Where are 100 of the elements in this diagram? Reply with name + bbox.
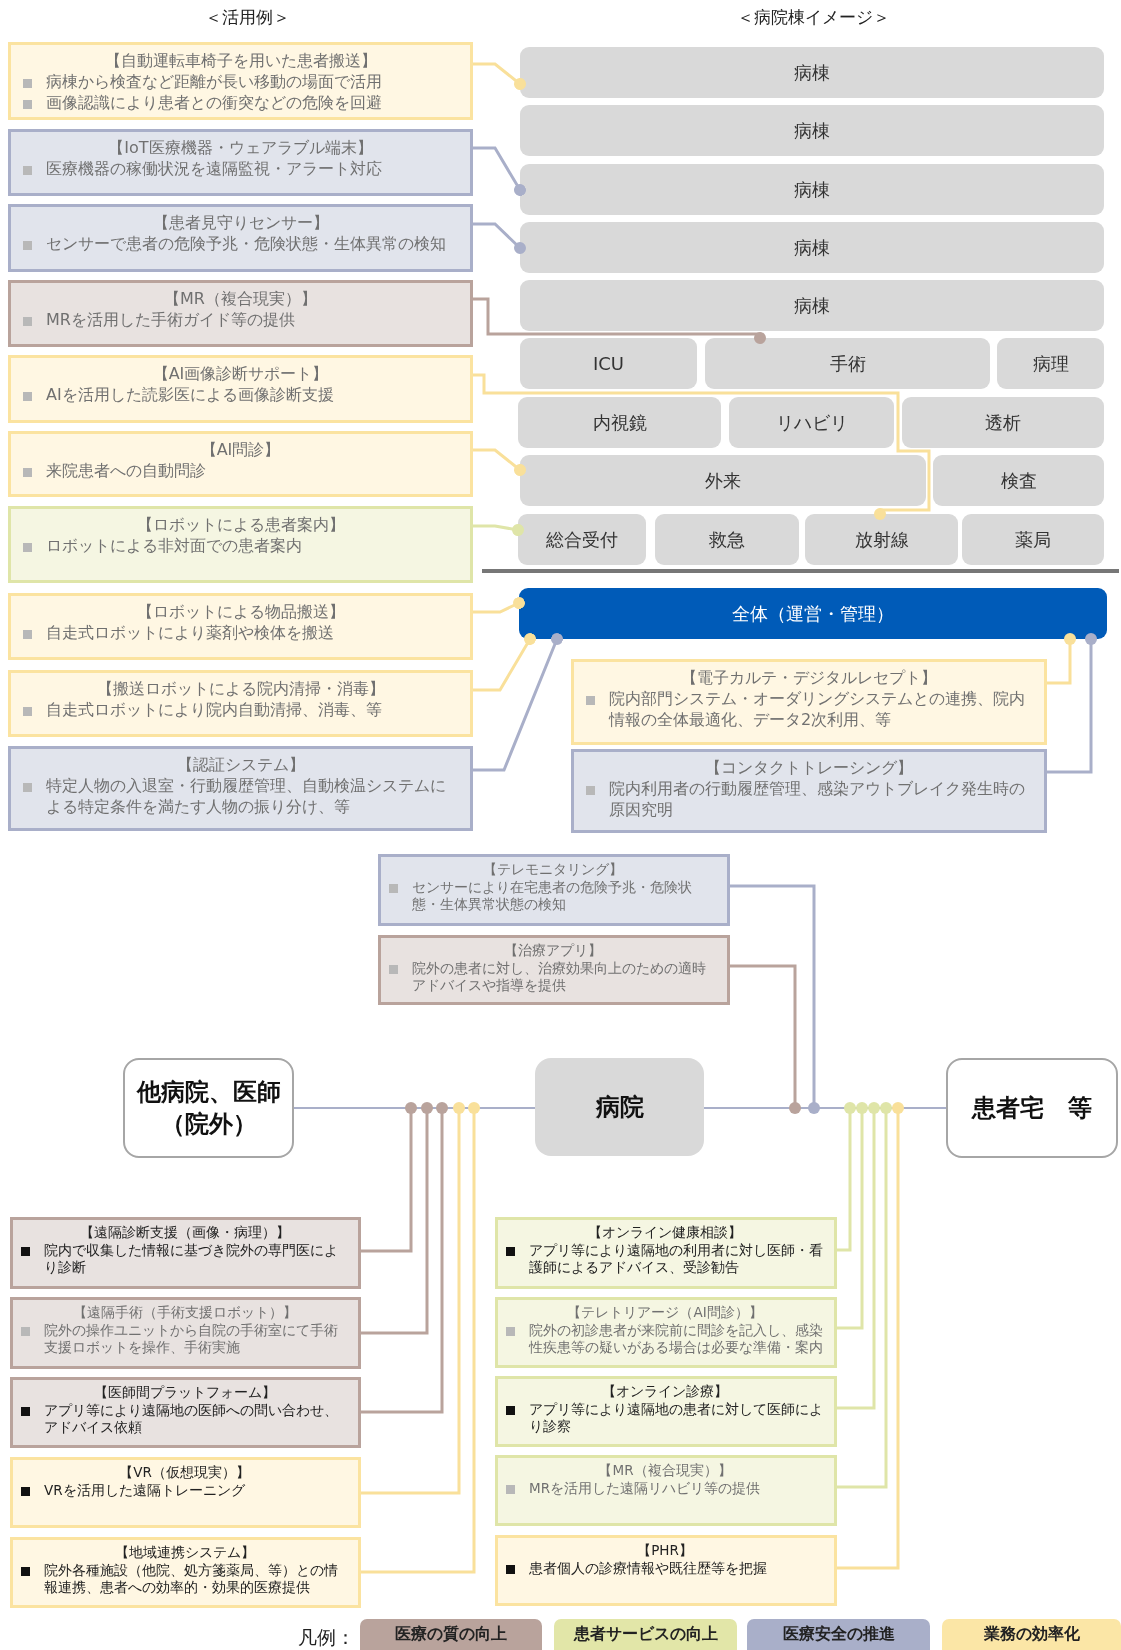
room-label: 病棟	[794, 293, 830, 318]
card-title: 【MR（複合現実）】	[163, 289, 318, 310]
info-card	[495, 1376, 837, 1447]
connector-line	[837, 1102, 856, 1252]
connector-line	[1047, 633, 1097, 774]
connector-line	[730, 884, 820, 1114]
card-title: 【遠隔手術（手術支援ロボット）】	[71, 1304, 298, 1322]
connector-line	[730, 964, 801, 1114]
info-card	[8, 593, 473, 660]
card-text: 病棟から検査など距離が長い移動の場面で活用	[46, 71, 382, 93]
legend-text: 医療安全の推進	[782, 1624, 895, 1645]
endpoint-box	[123, 1058, 294, 1158]
connector-line	[473, 146, 526, 196]
info-card	[10, 1377, 361, 1448]
room-label: 透析	[985, 410, 1021, 435]
info-card	[8, 431, 473, 497]
room-block	[933, 455, 1104, 506]
card-title: 【ロボットによる物品搬送】	[135, 602, 346, 623]
connector-line	[837, 1102, 868, 1330]
card-title: 【地域連携システム】	[113, 1544, 256, 1562]
room-label: 病棟	[794, 177, 830, 202]
card-text: センサーで患者の危険予兆・危険状態・生体異常の検知	[46, 233, 446, 255]
connector-line	[837, 1102, 904, 1570]
card-text: VRを活用した遠隔トレーニング	[44, 1481, 245, 1500]
room-label: 病棟	[794, 118, 830, 143]
node-label: 患者宅 等	[972, 1093, 1092, 1124]
info-card	[571, 749, 1047, 833]
card-title: 【搬送ロボットによる院内清掃・消毒】	[95, 679, 386, 700]
card-title: 【AI画像診断サポート】	[151, 364, 330, 385]
room-label: 総合受付	[546, 527, 618, 552]
room-block	[729, 397, 894, 448]
room-label: 病棟	[794, 60, 830, 85]
info-card	[378, 854, 730, 926]
card-text: 院外各種施設（他院、処方箋薬局、等）との情報連携、患者への効率的・効果的医療提供	[44, 1561, 339, 1597]
info-card	[10, 1297, 361, 1369]
card-title: 【オンライン健康相談】	[587, 1224, 743, 1242]
room-label: 薬局	[1015, 527, 1051, 552]
room-block	[520, 338, 697, 389]
info-card	[8, 42, 473, 120]
card-title: 【PHR】	[636, 1542, 694, 1560]
room-label: 病棟	[794, 235, 830, 260]
room-block	[520, 164, 1104, 215]
card-text: 院外の操作ユニットから自院の手術室にて手術支援ロボットを操作、手術実施	[44, 1321, 339, 1357]
connector-line	[361, 1102, 465, 1495]
card-text: アプリ等により遠隔地の利用者に対し医師・看護師によるアドバイス、受診勧告	[529, 1241, 824, 1277]
card-title: 【AI問診】	[199, 440, 282, 461]
management-bar	[519, 588, 1107, 639]
card-text: 画像認識により患者との衝突などの危険を回避	[46, 92, 382, 114]
connector-line	[473, 222, 526, 254]
card-text: ロボットによる非対面での患者案内	[46, 535, 302, 557]
card-title: 【患者見守りセンサー】	[151, 213, 330, 234]
room-block	[520, 280, 1104, 331]
connector-line	[361, 1102, 433, 1335]
info-card	[571, 659, 1047, 745]
hospital-block	[535, 1058, 704, 1156]
card-title: 【IoT医療機器・ウェアラブル端末】	[107, 138, 374, 159]
card-title: 【治療アプリ】	[503, 942, 603, 960]
legend-title: 凡例：	[298, 1625, 355, 1650]
card-title: 【テレモニタリング】	[482, 861, 624, 879]
card-text: 自走式ロボットにより院内自動清掃、消毒、等	[46, 699, 382, 721]
info-card	[378, 935, 730, 1005]
node-label: 病院	[595, 1092, 644, 1123]
room-label: ICU	[592, 353, 625, 374]
connector-line	[473, 597, 525, 614]
info-card	[8, 280, 473, 347]
connector-line	[473, 62, 526, 90]
room-block	[962, 514, 1104, 565]
section-heading: ＜活用例＞	[205, 6, 290, 29]
room-block	[520, 455, 926, 506]
card-text: 院外の初診患者が来院前に問診を記入し、感染性疾患等の疑いがある場合は必要な準備・案内	[529, 1321, 824, 1357]
card-text: 院内部門システム・オーダリングシステムとの連携、院内情報の全体最適化、データ2次利用、等	[609, 688, 1026, 731]
connector-line	[1047, 633, 1076, 685]
card-text: アプリ等により遠隔地の患者に対して医師により診察	[529, 1400, 824, 1436]
info-card	[8, 670, 473, 737]
room-block	[520, 105, 1104, 156]
card-title: 【遠隔診断支援（画像・病理）】	[78, 1224, 291, 1242]
room-label: 放射線	[854, 527, 909, 552]
room-label: 手術	[829, 351, 866, 376]
info-card	[10, 1537, 361, 1608]
card-text: 院内で収集した情報に基づき院外の専門医により診断	[44, 1241, 339, 1277]
info-card	[8, 129, 473, 196]
room-block	[520, 47, 1104, 98]
info-card	[8, 746, 473, 831]
room-label: 救急	[709, 527, 745, 552]
legend-text: 医療の質の向上	[395, 1624, 507, 1645]
card-text: 来院患者への自動問診	[46, 460, 206, 482]
card-title: 【ロボットによる患者案内】	[135, 515, 346, 536]
info-card	[495, 1217, 837, 1289]
card-text: MRを活用した遠隔リハビリ等の提供	[529, 1479, 761, 1498]
card-title: 【テレトリアージ（AI問診）】	[566, 1304, 764, 1322]
room-label: 外来	[705, 468, 741, 493]
connector-line	[473, 633, 563, 772]
card-title: 【認証システム】	[175, 755, 306, 776]
card-text: 院外の患者に対し、治療効果向上のための適時アドバイスや指導を提供	[412, 959, 707, 995]
room-block	[902, 397, 1104, 448]
room-block	[520, 222, 1104, 273]
connector-line	[473, 373, 931, 520]
info-card	[8, 355, 473, 423]
legend-text: 業務の効率化	[983, 1624, 1080, 1645]
card-title: 【VR（仮想現実）】	[118, 1464, 251, 1482]
